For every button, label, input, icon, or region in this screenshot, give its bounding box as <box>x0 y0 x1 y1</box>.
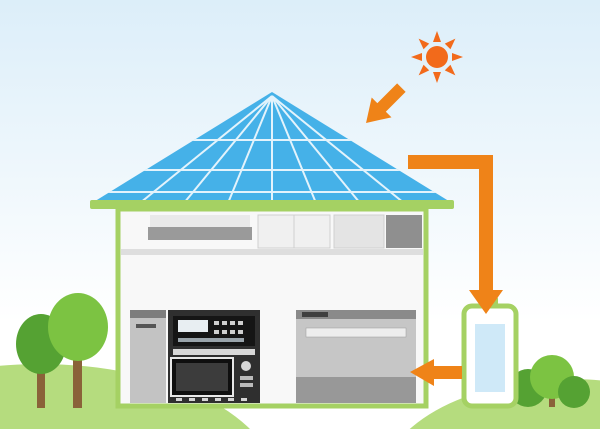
vent-slit <box>215 398 221 401</box>
roof-to-battery-arrow-icon <box>408 155 503 314</box>
cooker-slot <box>178 338 244 342</box>
range-hood <box>148 227 252 240</box>
roof-eave <box>90 200 454 209</box>
tree-trunk <box>73 350 82 408</box>
cooker-button <box>230 330 235 334</box>
cooker-trim <box>173 349 255 355</box>
tree-large <box>48 293 108 408</box>
kitchen-cabinet <box>130 310 166 403</box>
oven-button <box>240 383 253 387</box>
cooker-button <box>222 330 227 334</box>
cooker-display <box>178 320 208 332</box>
cooker-button <box>222 321 227 325</box>
storage-battery <box>461 297 519 409</box>
cabinet-top <box>130 310 166 318</box>
cooker-button <box>214 321 219 325</box>
bush <box>558 376 590 408</box>
cooker-button <box>230 321 235 325</box>
battery-to-appliances-arrow-icon <box>410 359 462 386</box>
kitchen-appliances <box>130 310 416 403</box>
cooker-button <box>214 330 219 334</box>
tree-foliage <box>48 293 108 361</box>
dishwasher-base <box>296 377 416 403</box>
vent-top <box>150 215 250 227</box>
sunlight-to-roof-arrow-icon <box>366 83 406 123</box>
house <box>115 206 429 409</box>
sun-rays <box>411 31 463 83</box>
cooker-button <box>238 330 243 334</box>
oven-button <box>240 376 253 380</box>
cooker-button <box>238 321 243 325</box>
vent-slit <box>176 398 182 401</box>
vent-slit <box>202 398 208 401</box>
cooker-unit <box>168 310 260 403</box>
window-dark <box>386 215 422 248</box>
dishwasher-handle <box>305 327 407 338</box>
battery-cell <box>475 324 505 392</box>
dishwasher <box>296 310 416 403</box>
floor-divider <box>121 249 423 255</box>
vent-slit <box>241 398 247 401</box>
dishwasher-door <box>296 319 416 377</box>
tree-trunk <box>37 360 45 408</box>
microwave-window <box>176 363 228 391</box>
vent-slit <box>228 398 234 401</box>
cabinet-handle <box>136 324 156 328</box>
sun-core <box>426 46 448 68</box>
vent-slit <box>189 398 195 401</box>
dishwasher-controls <box>302 312 328 317</box>
bush-trunk <box>549 393 555 407</box>
second-floor <box>121 214 423 255</box>
dishwasher-top <box>296 310 416 319</box>
oven-knob <box>241 361 251 371</box>
sun-icon <box>411 31 463 83</box>
window <box>333 214 385 249</box>
